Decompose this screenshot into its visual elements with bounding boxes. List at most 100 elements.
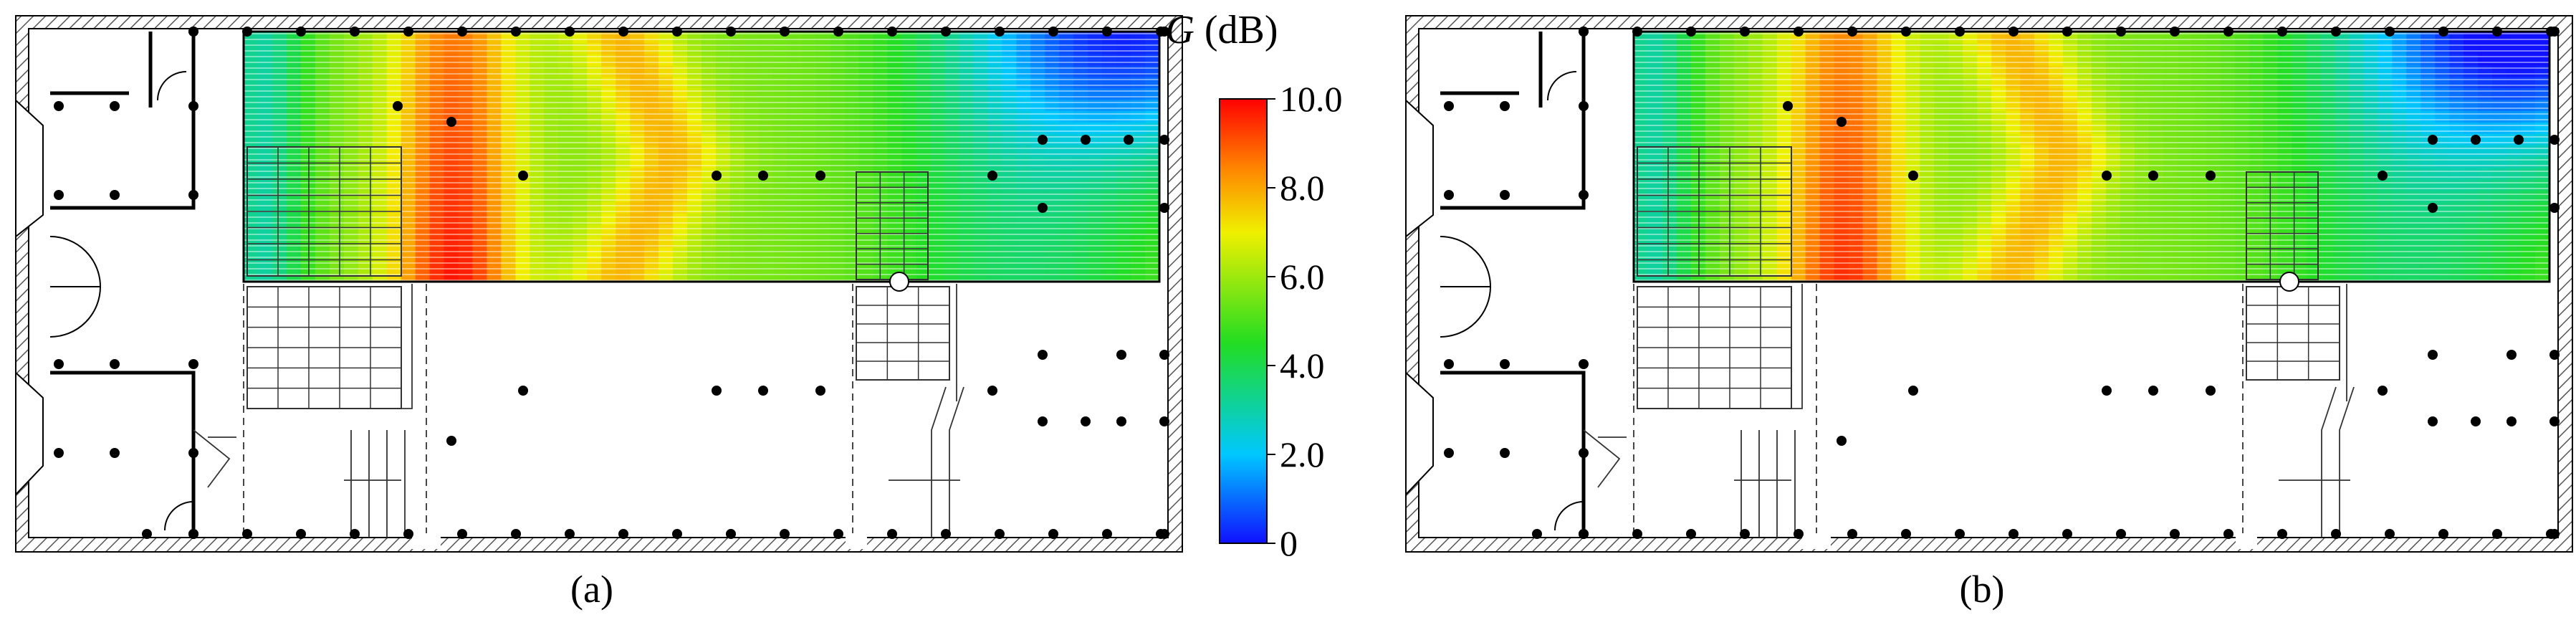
column-dot xyxy=(2223,529,2233,539)
column-dot xyxy=(1901,529,1911,539)
colorbar-gradient xyxy=(1219,98,1268,544)
column-dot xyxy=(2116,529,2126,539)
column-dot xyxy=(1159,27,1169,37)
column-dot xyxy=(672,529,682,539)
column-dot xyxy=(1500,190,1510,200)
left-wall-notch-lower xyxy=(15,371,44,497)
column-dot xyxy=(2438,529,2448,539)
column-dot xyxy=(1955,27,1965,37)
column-dot xyxy=(833,27,843,37)
column-dot xyxy=(1048,27,1058,37)
column-dot xyxy=(2170,529,2180,539)
column-dot xyxy=(54,101,64,111)
column-dot xyxy=(2277,27,2287,37)
interior-wall xyxy=(1440,371,1586,534)
column-dot xyxy=(1081,416,1091,426)
seating-block-right-upper xyxy=(856,171,929,280)
column-dot xyxy=(672,27,682,37)
door-swing-top xyxy=(157,71,187,101)
column-dot xyxy=(1124,135,1134,145)
column-dot xyxy=(110,448,120,458)
column-dot xyxy=(188,359,198,369)
column-dot xyxy=(1837,436,1847,446)
column-dot xyxy=(2062,27,2072,37)
column-dot xyxy=(995,27,1005,37)
column-dot xyxy=(1837,117,1847,127)
column-dot xyxy=(1847,529,1857,539)
column-dot xyxy=(2102,386,2112,396)
column-dot xyxy=(1159,203,1169,213)
column-dot xyxy=(2428,203,2438,213)
column-dot xyxy=(941,27,951,37)
column-dot xyxy=(2116,27,2126,37)
colorbar-tick-label: 6.0 xyxy=(1280,257,1325,297)
column-dot xyxy=(1048,529,1058,539)
column-dot xyxy=(296,27,306,37)
colorbar-title-unit: (dB) xyxy=(1194,8,1278,52)
column-dot xyxy=(2549,203,2560,213)
column-dot xyxy=(2549,27,2560,37)
column-dot xyxy=(1740,27,1750,37)
column-dot xyxy=(1116,350,1126,360)
column-dot xyxy=(1794,529,1804,539)
column-dot xyxy=(110,101,120,111)
column-dot xyxy=(518,386,528,396)
colorbar-tick-label: 8.0 xyxy=(1280,168,1325,208)
column-dot xyxy=(1908,171,1918,181)
column-dot xyxy=(2385,27,2395,37)
column-dot xyxy=(188,448,198,458)
column-dot xyxy=(1038,416,1048,426)
column-ring xyxy=(2279,272,2299,292)
column-dot xyxy=(296,529,306,539)
column-dot xyxy=(2331,27,2341,37)
colorbar-tick-label: 4.0 xyxy=(1280,345,1325,386)
column-dot xyxy=(242,529,252,539)
door-swing-left-upper xyxy=(49,236,102,287)
column-dot xyxy=(350,529,360,539)
column-dot xyxy=(1159,135,1169,145)
column-dot xyxy=(1579,27,1589,37)
column-dot xyxy=(2428,135,2438,145)
left-wall-notch-lower xyxy=(1405,371,1434,497)
column-dot xyxy=(511,27,521,37)
floor-plan-panel-a xyxy=(15,15,1183,553)
plan-detail-line xyxy=(949,386,964,538)
column-dot xyxy=(2549,350,2560,360)
column-dot xyxy=(1579,359,1589,369)
column-dot xyxy=(712,386,722,396)
left-wall-notch-upper xyxy=(15,98,44,239)
interior-wall xyxy=(1440,32,1586,210)
column-dot xyxy=(565,529,575,539)
column-dot xyxy=(446,117,456,127)
column-dot xyxy=(393,101,403,111)
column-dot xyxy=(726,27,736,37)
contour-stripes xyxy=(244,32,1159,282)
colorbar-ticks: 10.08.06.04.02.00 xyxy=(1267,79,1343,563)
column-dot xyxy=(2008,27,2019,37)
column-dot xyxy=(2492,27,2502,37)
column-dot xyxy=(1444,190,1454,200)
column-dot xyxy=(2331,529,2341,539)
column-dot xyxy=(1783,101,1793,111)
door-swing-bottom xyxy=(1554,501,1584,531)
column-dot xyxy=(833,529,843,539)
floor-plan-panel-b xyxy=(1405,15,2573,553)
column-dot xyxy=(987,171,997,181)
column-dot xyxy=(1500,101,1510,111)
interior-wall xyxy=(50,32,196,210)
column-dot xyxy=(1116,416,1126,426)
column-dot xyxy=(1102,529,1112,539)
column-dot xyxy=(446,436,456,446)
contour-stripes xyxy=(1634,32,2549,282)
column-dot xyxy=(2549,416,2560,426)
column-dot xyxy=(110,359,120,369)
column-dot xyxy=(188,529,198,539)
column-dot xyxy=(1794,27,1804,37)
column-dot xyxy=(1444,448,1454,458)
column-dot xyxy=(1579,190,1589,200)
plan-detail-line xyxy=(2321,386,2337,538)
column-dot xyxy=(618,529,628,539)
column-dot xyxy=(1632,27,1642,37)
column-dot xyxy=(758,171,768,181)
